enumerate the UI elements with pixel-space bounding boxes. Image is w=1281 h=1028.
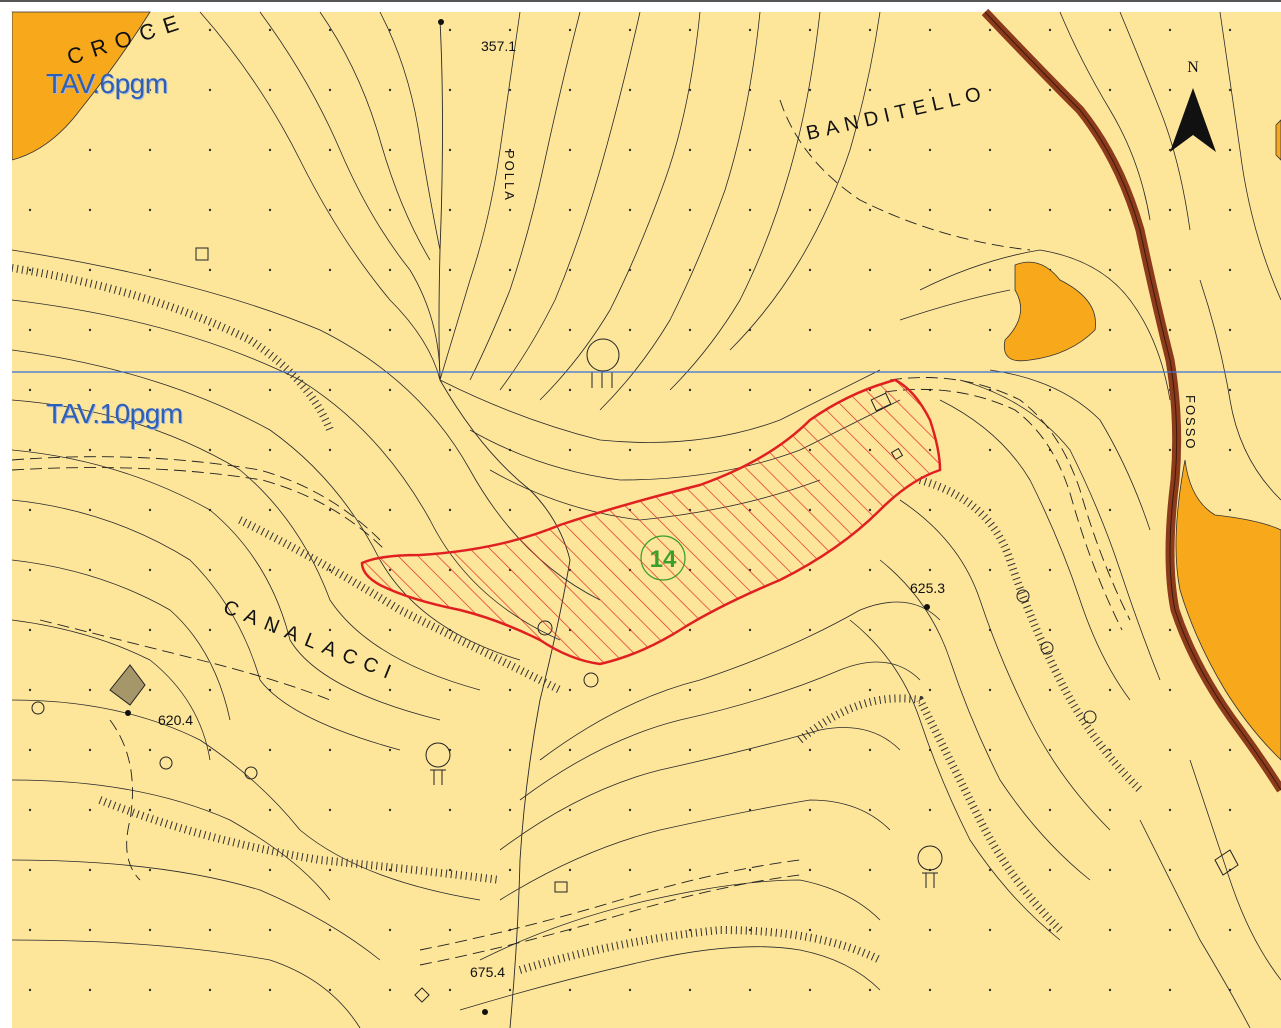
elevation-label-3: 620.4: [158, 712, 193, 728]
sheet-label-lower: TAV.10pgm: [46, 398, 183, 429]
north-label: N: [1187, 59, 1199, 76]
north-arrow: N: [1170, 59, 1216, 152]
sheet-label-upper: TAV.6pgm: [46, 68, 168, 99]
left-margin: [0, 12, 12, 1028]
map-symbols: [31, 247, 1239, 1003]
zone-label: 14: [650, 546, 677, 573]
top-margin: [0, 0, 1281, 12]
elevation-points: [125, 19, 930, 1015]
zone-label-circle: [640, 535, 686, 581]
place-name-polla: POLLA: [502, 150, 517, 202]
hazard-zone-14[interactable]: [360, 378, 942, 666]
elevation-label-1: 357.1: [481, 38, 516, 54]
orange-area-landslide: [1003, 261, 1096, 362]
orange-area-right: [1175, 459, 1281, 761]
place-name-fosso: FOSSO: [1183, 395, 1198, 451]
scarp-hatching: [11, 264, 1143, 974]
roads: [11, 99, 1131, 966]
elevation-label-4: 675.4: [470, 964, 505, 980]
river-fosso-outline: [984, 11, 1281, 791]
elevation-label-2: 625.3: [910, 580, 945, 596]
orange-area-edge: [1275, 119, 1281, 161]
orange-area-topleft: [11, 11, 151, 161]
streams: [438, 19, 571, 1028]
